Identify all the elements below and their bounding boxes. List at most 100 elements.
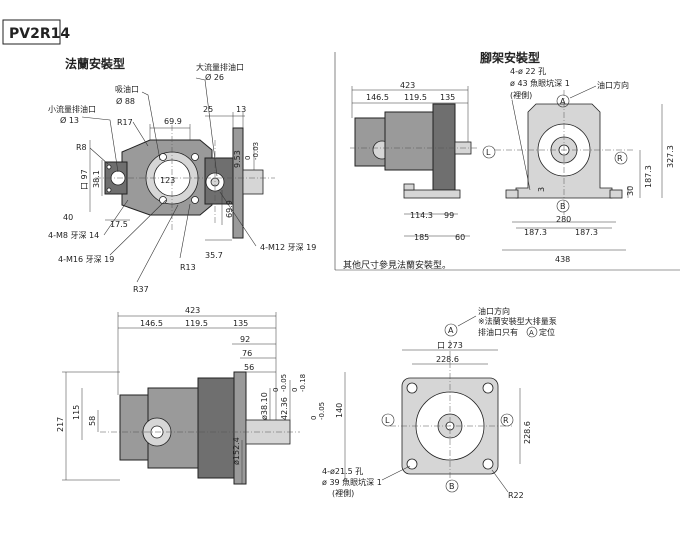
bottom-note-2: ※法蘭安裝型大排量泵 — [478, 316, 557, 326]
foot-note: 其他尺寸參見法蘭安裝型。 — [343, 259, 451, 271]
foot-marker-a — [556, 94, 570, 108]
bottom-dim-76: 76 — [242, 349, 252, 358]
model-text: PV2R14 — [9, 26, 70, 42]
dim-25: 25 — [203, 105, 213, 114]
bottom-note-1: 油口方向 — [478, 306, 510, 316]
bottom-dim-56: 56 — [244, 363, 254, 372]
foot-marker-b — [556, 199, 570, 213]
bottom-dim-146-5: 146.5 — [140, 319, 163, 328]
foot-dim-30: 30 — [626, 186, 635, 196]
bottom-marker-a-text: A — [448, 326, 454, 335]
thread-m16: 4-M16 牙深 19 — [58, 255, 114, 264]
suction-diameter: Ø 88 — [116, 96, 135, 106]
dim-r17: R17 — [117, 118, 133, 127]
bottom-dim-135: 135 — [233, 319, 248, 328]
thread-m8: 4-M8 牙深 14 — [48, 231, 99, 240]
bottom-dim-228-6-h: 228.6 — [436, 355, 459, 364]
bottom-dim-140: 140 — [335, 403, 344, 418]
dim-9-53-tol: 0-0.03 — [244, 142, 260, 160]
large-outlet-label: 大流量排油口 — [196, 62, 244, 72]
bottom-shaft-diameter: ø38.10 — [260, 392, 269, 420]
flange-view: 法蘭安裝型 — [48, 56, 316, 294]
bottom-dim-sq273: 口 273 — [437, 341, 463, 350]
dim-r37: R37 — [133, 285, 149, 294]
foot-side-base — [403, 189, 461, 199]
foot-dim-185: 185 — [414, 233, 429, 242]
flange-title: 法蘭安裝型 — [65, 56, 125, 71]
foot-side-flange — [432, 103, 456, 191]
foot-marker-l — [482, 145, 496, 159]
thread-m12: 4-M12 牙深 19 — [260, 243, 316, 252]
bottom-side-view: 423 146.5 119.5 135 92 76 56 217 115 58 … — [56, 306, 346, 485]
foot-dim-327-3: 327.3 — [666, 145, 675, 168]
bottom-outlet-block — [197, 377, 235, 479]
foot-spotface: ø 43 魚眼坑深 1 — [510, 78, 570, 88]
bottom-dim-92: 92 — [240, 335, 250, 344]
bottom-marker-b-text: B — [449, 482, 455, 491]
small-outlet-label: 小流量排油口 — [48, 104, 96, 114]
foot-dim-60: 60 — [455, 233, 465, 242]
foot-dim-146-5: 146.5 — [366, 93, 389, 102]
dim-69-9-side: 69.9 — [225, 200, 234, 218]
foot-dim-187-3-vert: 187.3 — [644, 165, 653, 188]
bottom-dim-228-6-v: 228.6 — [523, 421, 532, 444]
dim-123: 123 — [160, 176, 175, 185]
bottom-note-3b: 定位 — [539, 327, 555, 337]
small-outlet-diameter: Ø 13 — [60, 115, 79, 125]
dim-13: 13 — [236, 105, 246, 114]
bottom-front-view: 油口方向 ※法蘭安裝型大排量泵 排油口只有 A 定位 A 口 273 228.6… — [322, 306, 557, 500]
bottom-spotface: ø 39 魚眼坑深 1 — [322, 477, 382, 487]
bottom-marker-l-text: L — [385, 416, 390, 425]
foot-dim-114-3: 114.3 — [410, 211, 433, 220]
foot-view: 腳架安裝型 423 146.5 119.5 135 114.3 99 185 6… — [334, 50, 680, 271]
dim-r13: R13 — [180, 263, 196, 272]
dim-17-5: 17.5 — [110, 220, 128, 229]
foot-dim-187-3-right: 187.3 — [575, 228, 598, 237]
foot-dim-99: 99 — [444, 211, 454, 220]
mounting-flange — [232, 127, 244, 239]
bottom-pilot-tol: 0-0.05 — [310, 402, 326, 420]
shaft — [242, 169, 264, 195]
foot-dim-3: 3 — [537, 187, 546, 192]
foot-marker-r-text: R — [617, 154, 623, 163]
foot-dim-119-5: 119.5 — [404, 93, 427, 102]
bottom-pilot-diameter: ø152.4 — [232, 437, 241, 465]
bottom-backside: (裡側) — [332, 488, 354, 498]
large-outlet-diameter: Ø 26 — [205, 72, 224, 82]
dim-r8: R8 — [76, 143, 87, 152]
bottom-key-tol: 0-0.18 — [291, 374, 307, 392]
dim-9-53: 9.53 — [233, 150, 242, 168]
foot-dim-438: 438 — [555, 255, 570, 264]
dim-69-9-top: 69.9 — [164, 117, 182, 126]
bottom-holes: 4-ø21.5 孔 — [322, 467, 363, 476]
foot-marker-a-text: A — [560, 97, 566, 106]
dim-sq97: 口 97 — [80, 169, 89, 190]
bottom-note-marker — [526, 326, 538, 338]
dim-38-1: 38.1 — [92, 170, 101, 188]
dim-35-7: 35.7 — [205, 251, 223, 260]
bottom-marker-r — [500, 413, 514, 427]
bottom-shaft-tol: 0-0.05 — [272, 374, 288, 392]
bottom-key-dim: 42.36 — [280, 397, 289, 420]
foot-dim-135: 135 — [440, 93, 455, 102]
foot-marker-r — [614, 151, 628, 165]
bottom-note-marker-text: A — [529, 329, 534, 337]
bottom-marker-r-text: R — [503, 416, 509, 425]
foot-marker-b-text: B — [560, 202, 566, 211]
foot-oil-direction: 油口方向 — [597, 80, 629, 90]
bottom-dim-115: 115 — [72, 405, 81, 420]
suction-label: 吸油口 — [115, 84, 139, 94]
foot-side-body — [384, 111, 434, 171]
foot-holes: 4-ø 22 孔 — [510, 67, 546, 76]
bottom-note-3a: 排油口只有 — [478, 327, 518, 337]
model-label: PV2R14 — [2, 19, 70, 45]
foot-marker-l-text: L — [486, 148, 491, 157]
foot-dim-423: 423 — [400, 81, 415, 90]
foot-dim-280: 280 — [556, 215, 571, 224]
dim-40: 40 — [63, 213, 73, 222]
bottom-dim-217: 217 — [56, 417, 65, 432]
bottom-dim-r22: R22 — [508, 491, 524, 500]
foot-backside: (裡側) — [510, 90, 532, 100]
